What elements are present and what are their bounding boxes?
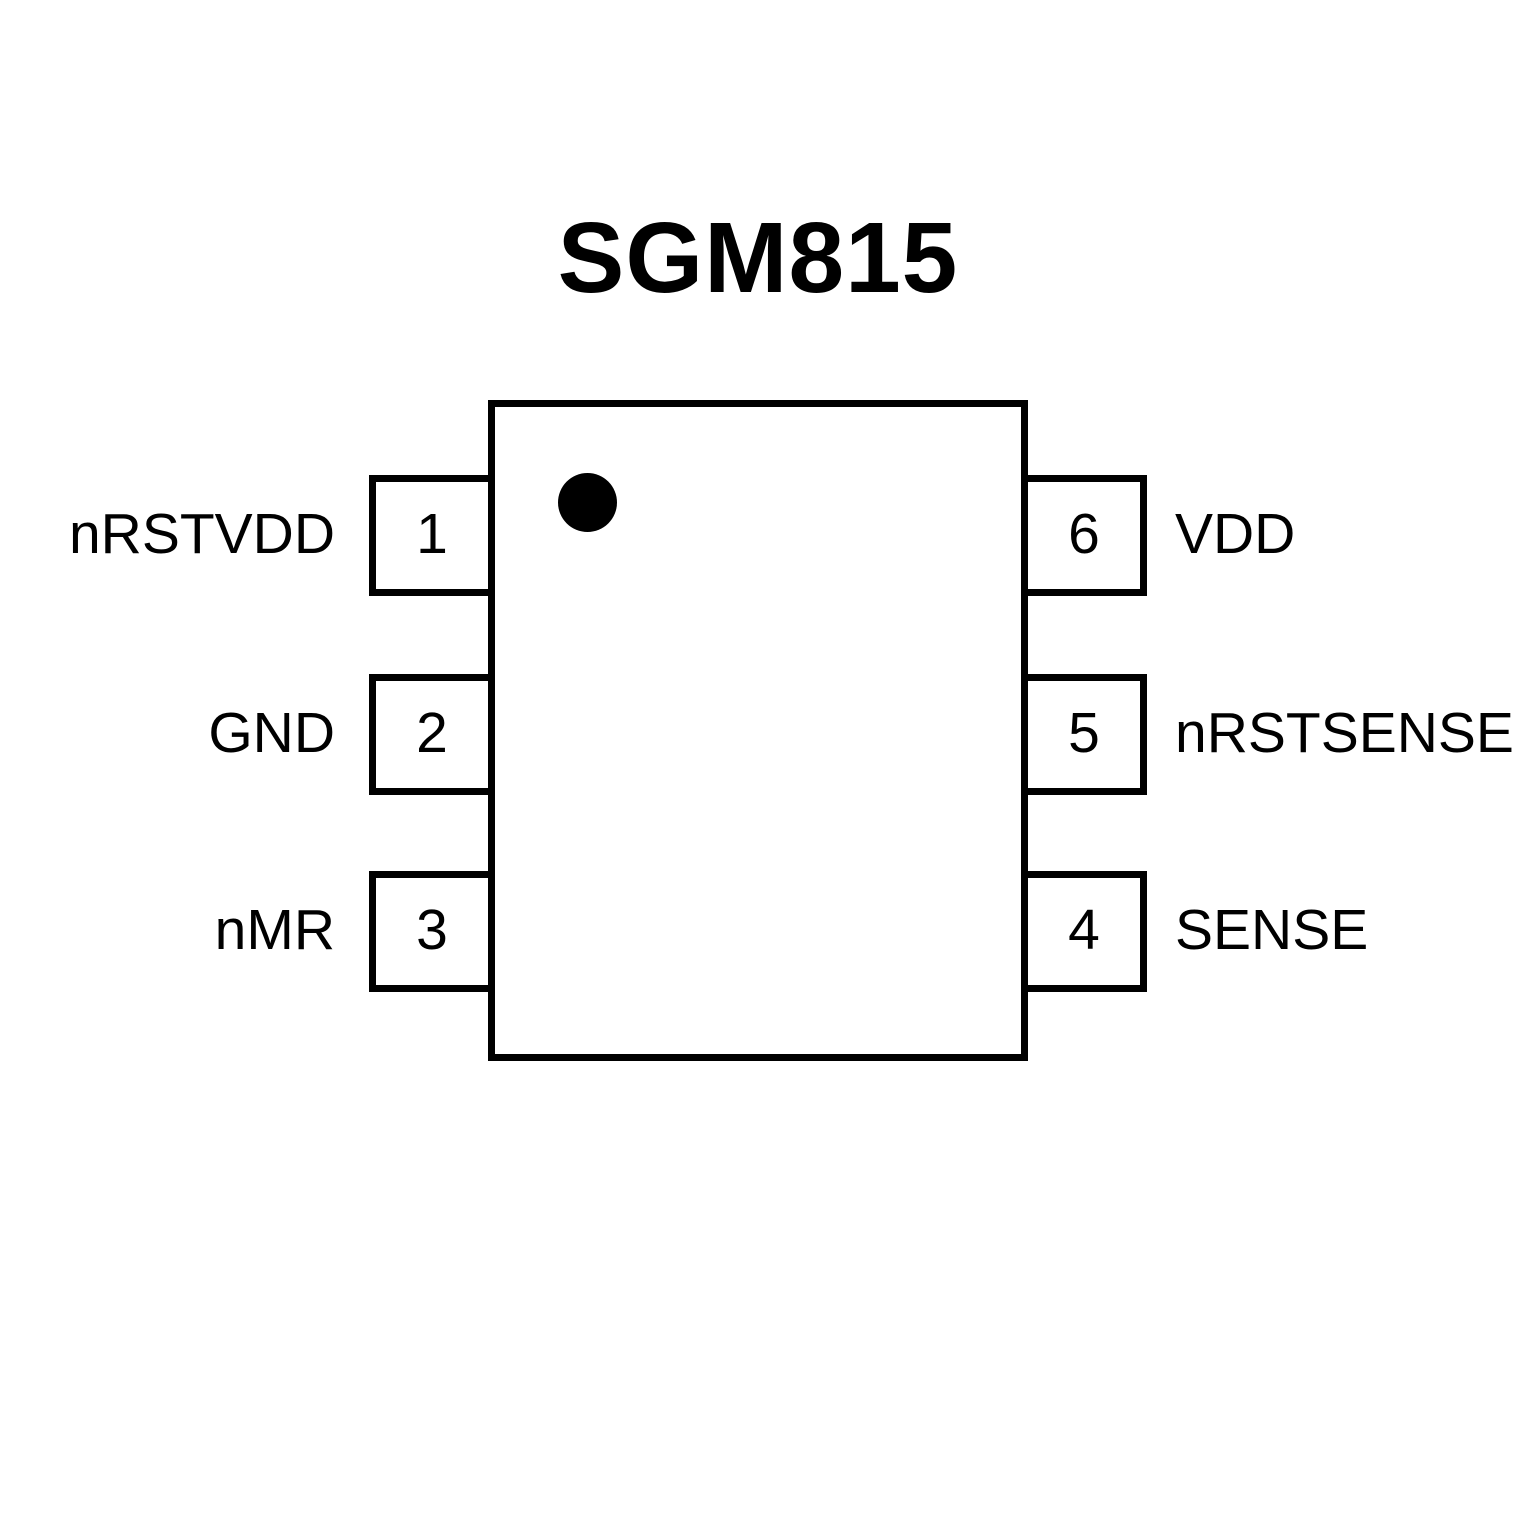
pin-name-vdd: VDD bbox=[1175, 502, 1296, 566]
pin-pad-5: 5 bbox=[1021, 674, 1147, 795]
pin-pad-2: 2 bbox=[369, 674, 495, 795]
pin-name-gnd: GND bbox=[208, 701, 335, 765]
pin-name-nrstvdd: nRSTVDD bbox=[68, 502, 335, 566]
pin-pad-3: 3 bbox=[369, 871, 495, 992]
part-number-title: SGM815 bbox=[557, 202, 959, 314]
pin-name-nrstsense: nRSTSENSE bbox=[1175, 701, 1514, 765]
pin-pad-1: 1 bbox=[369, 475, 495, 596]
pin-pad-4: 4 bbox=[1021, 871, 1147, 992]
pin-name-nmr: nMR bbox=[214, 898, 335, 962]
pin-name-sense: SENSE bbox=[1175, 898, 1369, 962]
pin-pad-6: 6 bbox=[1021, 475, 1147, 596]
pin1-indicator-dot bbox=[558, 473, 617, 532]
